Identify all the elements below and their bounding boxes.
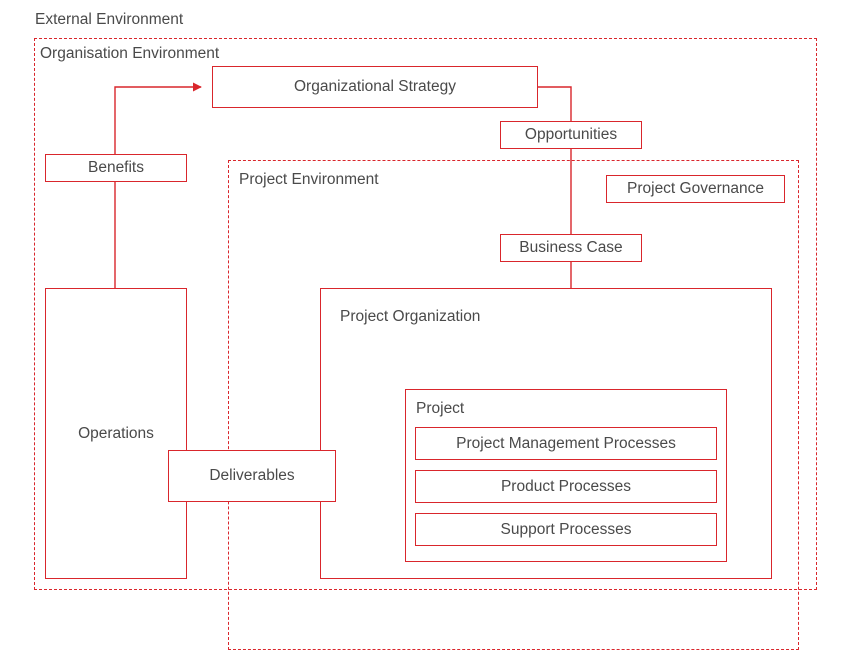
business-case-box: Business Case — [500, 234, 642, 262]
project-environment-label: Project Environment — [239, 171, 379, 188]
organizational-strategy-box: Organizational Strategy — [212, 66, 538, 108]
project-environment-region — [228, 160, 799, 650]
product-processes-box: Product Processes — [415, 470, 717, 503]
organisation-environment-region — [34, 38, 817, 590]
project-organization-label: Project Organization — [340, 308, 481, 325]
project-label: Project — [416, 400, 465, 417]
project-management-processes-box: Project Management Processes — [415, 427, 717, 460]
external-environment-label: External Environment — [35, 11, 184, 28]
organisation-environment-label: Organisation Environment — [40, 45, 220, 62]
support-processes-box: Support Processes — [415, 513, 717, 546]
operations-box: Operations — [45, 288, 187, 579]
project-governance-box: Project Governance — [606, 175, 785, 203]
strategy-to-project-arrow — [537, 86, 576, 381]
benefits-box: Benefits — [45, 154, 187, 182]
benefits-to-strategy-arrow — [114, 82, 202, 288]
opportunities-box: Opportunities — [500, 121, 642, 149]
deliverables-box: Deliverables — [168, 450, 336, 502]
